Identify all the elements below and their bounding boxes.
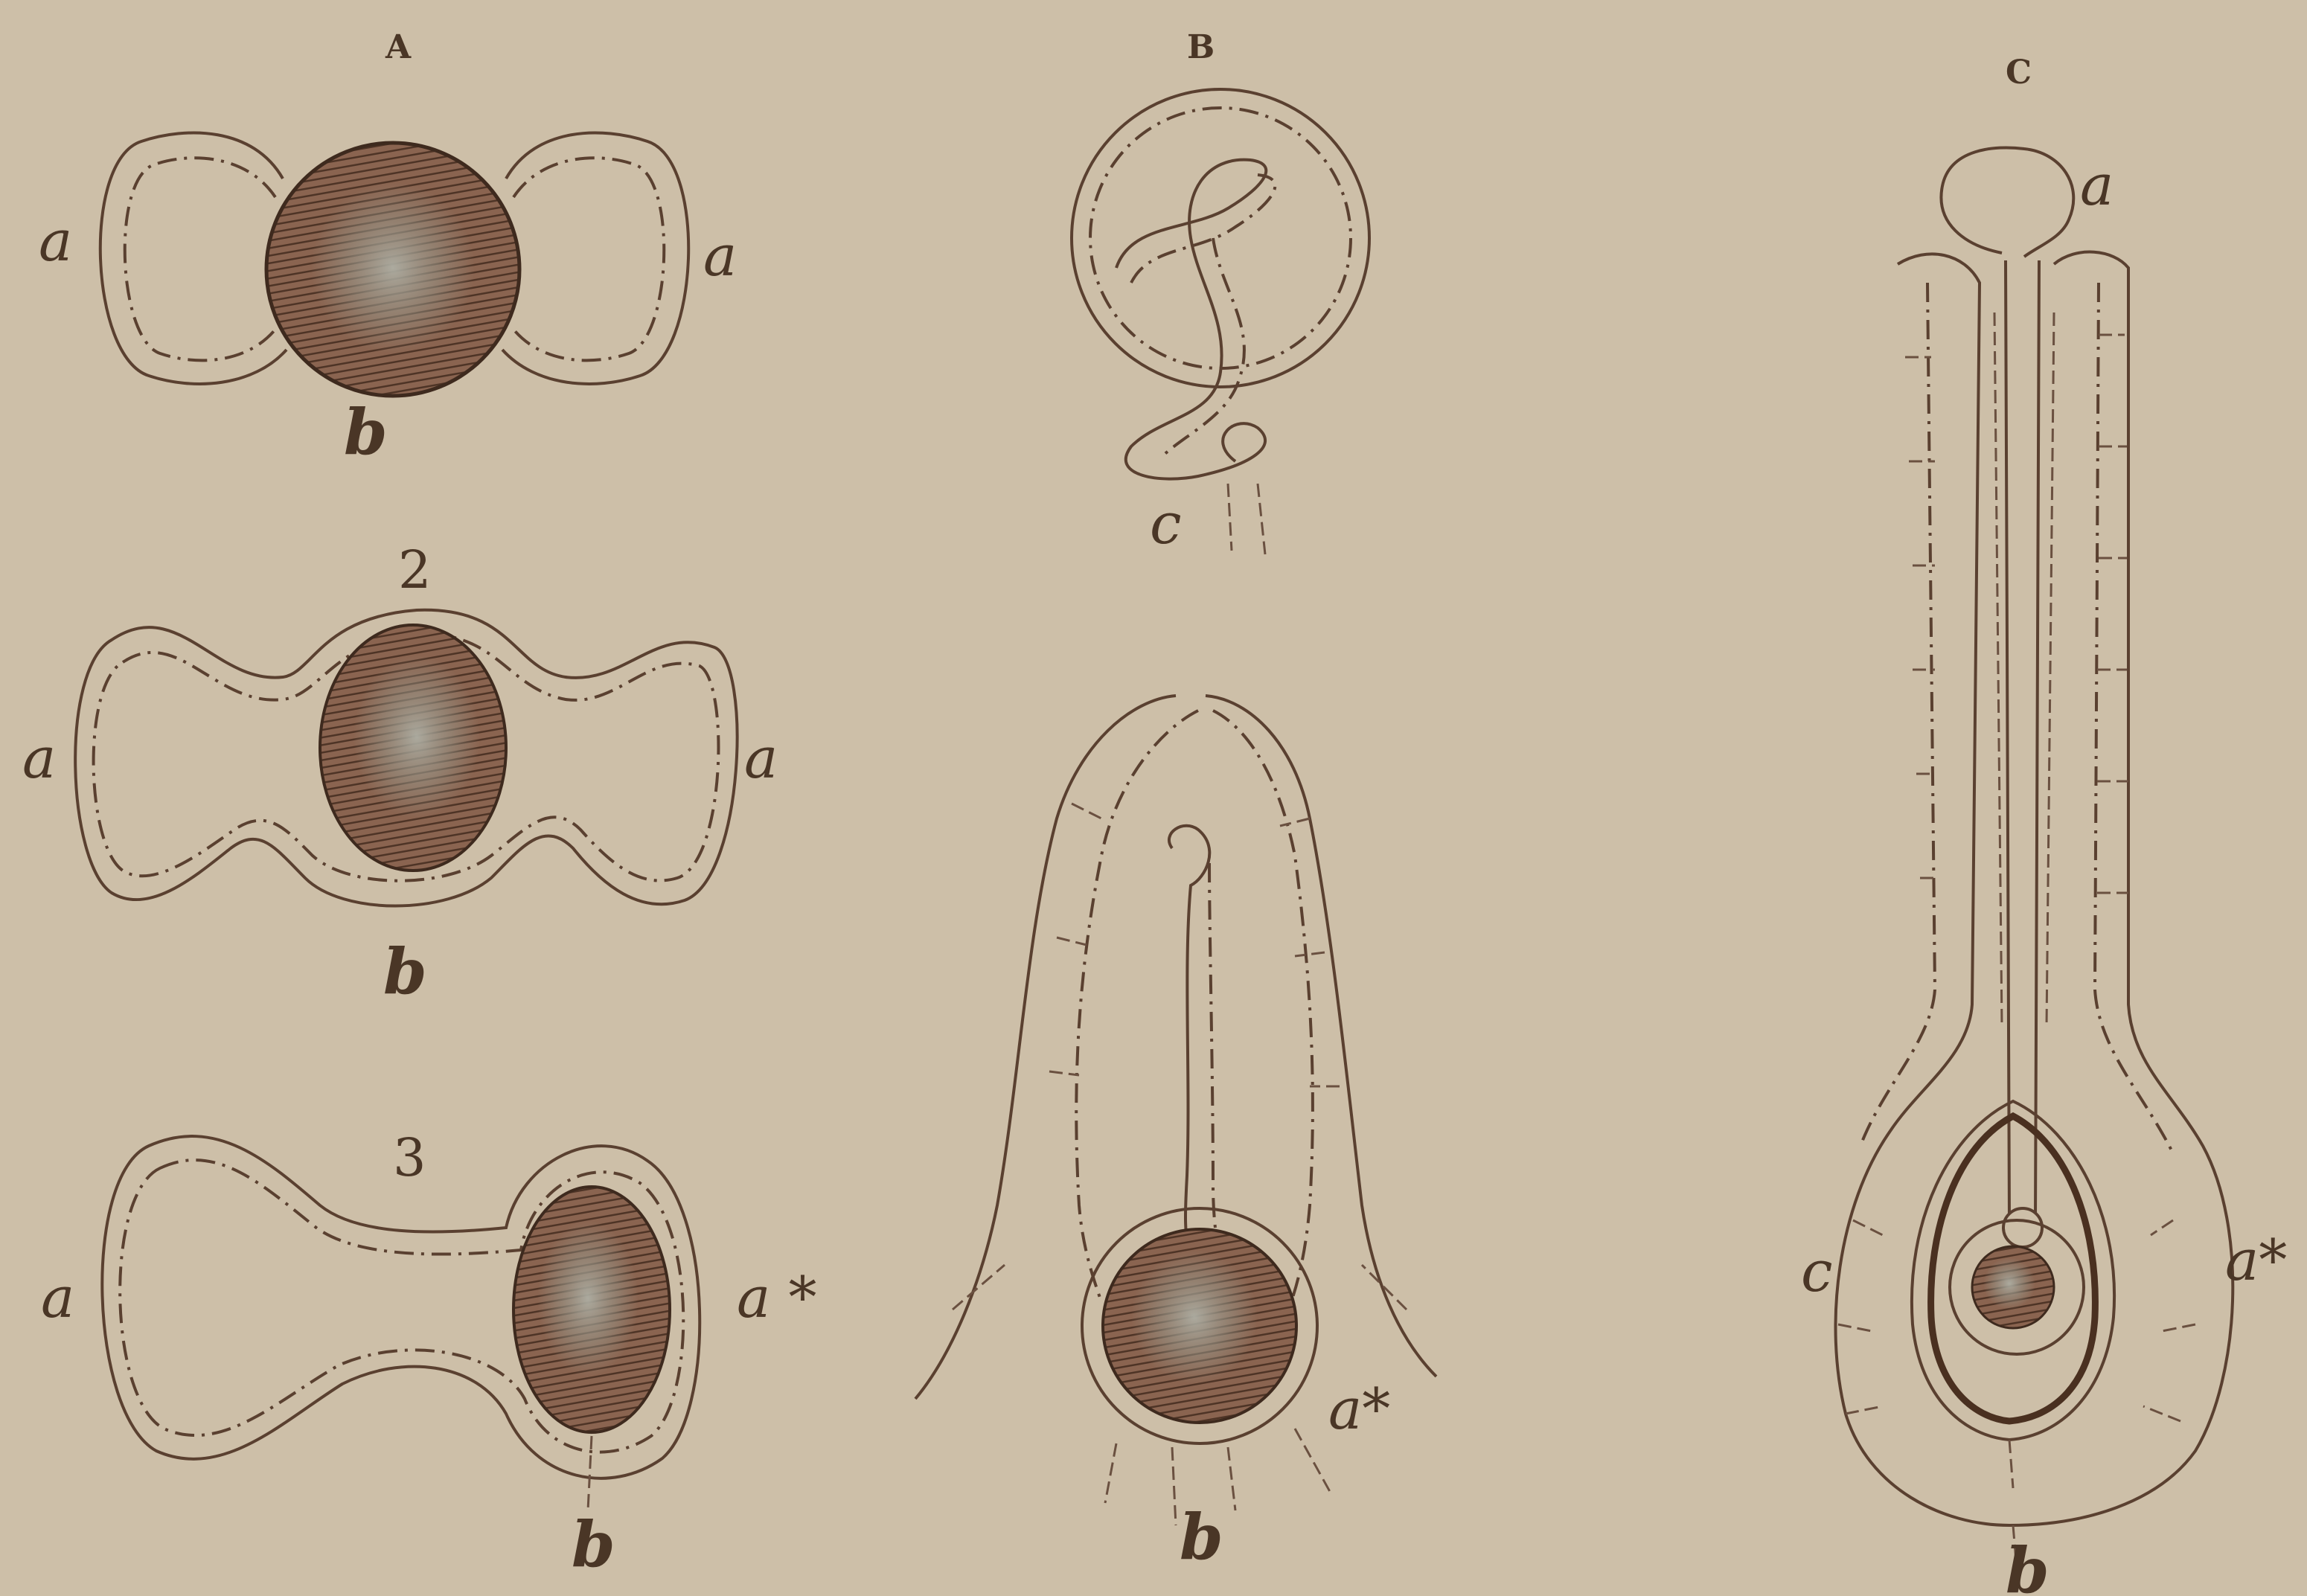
- a2-label-left: a: [22, 725, 56, 791]
- a1-label-right: a: [703, 222, 737, 289]
- c-label-bottom: b: [2006, 1533, 2050, 1596]
- c-embryo-core: [1983, 1257, 2035, 1310]
- panel-a-stage-2: 2 a a b: [22, 539, 778, 1008]
- a1-right-sac-outer: [502, 132, 688, 383]
- c-tube-tip: [2003, 1208, 2042, 1247]
- panel-a-letter: A: [385, 28, 412, 66]
- a2-label-right: a: [744, 725, 778, 791]
- panel-b-upper: c: [1072, 89, 1369, 557]
- a1-right-sac-inner: [513, 158, 664, 360]
- c-style-right-mid: [2095, 283, 2173, 1153]
- a3-label-right: a *: [737, 1264, 816, 1330]
- a1-label-left: a: [39, 208, 72, 274]
- c-label-top: a: [2080, 152, 2114, 218]
- c-stigma-knob: [1941, 147, 2073, 257]
- panel-c: C a c a* b: [1801, 54, 2287, 1596]
- a2-stage-number: 2: [398, 539, 432, 600]
- panel-b-lower: a* b: [915, 696, 1436, 1574]
- a1-label-bottom: b: [344, 395, 388, 469]
- b-lower-pollen-tube-2: [1209, 863, 1220, 1257]
- a2-label-bottom: b: [383, 935, 427, 1008]
- b-upper-tube-coil-2: [1131, 175, 1275, 458]
- panel-b-letter: B: [1187, 28, 1215, 66]
- a3-label-left: a: [41, 1264, 74, 1330]
- b-lower-label-bottom: b: [1180, 1500, 1223, 1574]
- a3-stage-number: 3: [393, 1127, 426, 1188]
- b-lower-inner-right: [1213, 711, 1313, 1302]
- c-label-right: a*: [2225, 1227, 2287, 1293]
- a3-pointer-b: [588, 1436, 592, 1510]
- b-upper-grain-inner: [1090, 108, 1351, 368]
- b-upper-tail: [1228, 484, 1265, 554]
- panel-b: B c a* b: [915, 28, 1436, 1574]
- panel-c-letter: C: [2006, 54, 2032, 92]
- c-style-left-mid: [1860, 283, 1935, 1146]
- b-lower-embryo-core: [1131, 1250, 1258, 1384]
- panel-a: A a a b 2 a a b 3: [22, 28, 816, 1581]
- a1-left-sac-inner: [125, 158, 275, 360]
- a3-label-bottom: b: [572, 1507, 615, 1581]
- panel-a-stage-3: 3 a a * b: [41, 1127, 816, 1581]
- a3-nucleus-core: [537, 1220, 639, 1377]
- b-lower-pollen-tube: [1169, 826, 1209, 1257]
- b-lower-inner-left: [1076, 711, 1198, 1302]
- a1-left-sac-outer: [100, 132, 287, 383]
- c-style-right-outer: [2009, 252, 2233, 1525]
- b-upper-tube-coil: [1116, 160, 1266, 479]
- c-label-left: c: [1801, 1238, 1833, 1304]
- a2-nucleus-core: [353, 655, 480, 818]
- c-pollen-tube: [2006, 260, 2039, 1220]
- panel-a-stage-1: a a b: [39, 132, 737, 469]
- a1-nucleus-core: [311, 182, 475, 353]
- c-style-left-outer: [1836, 254, 2010, 1525]
- b-lower-label-right: a*: [1328, 1376, 1390, 1442]
- b-upper-label-bottom: c: [1150, 490, 1182, 557]
